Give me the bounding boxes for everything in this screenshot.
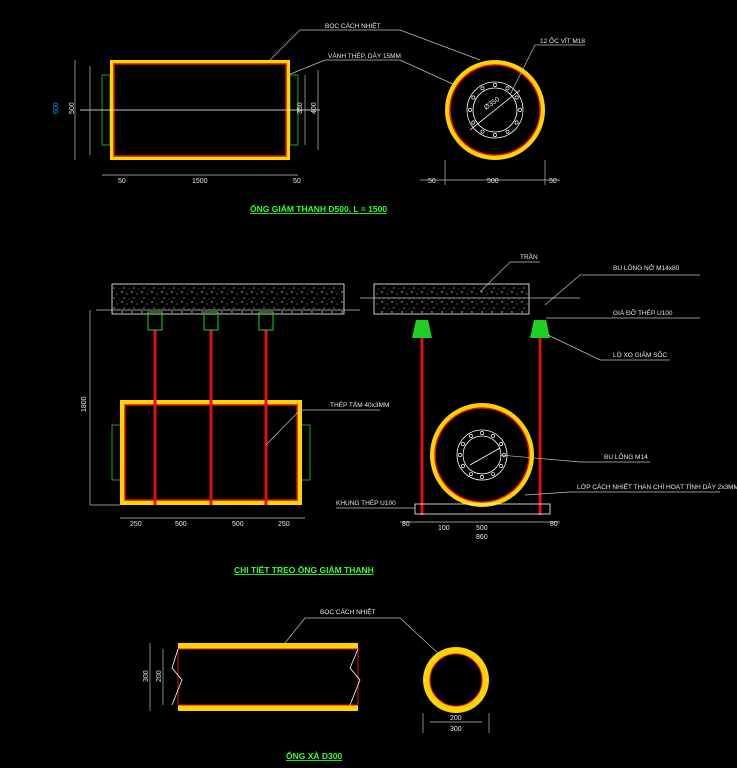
spring-right [530, 320, 550, 338]
dim-c50-left: 50 [428, 178, 436, 185]
bolt-hole [458, 453, 462, 457]
bolt-hole [460, 464, 465, 468]
hanger-rods [147, 311, 274, 505]
label-anchor-bolt: BU LÔNG NỞ M14x80 [613, 263, 680, 272]
dim-500-c: 500 [476, 525, 488, 532]
bolt-hole [493, 133, 497, 137]
dim-c200: 200 [450, 715, 462, 722]
dim-100: 100 [438, 525, 450, 532]
bolt-ring-2 [458, 431, 506, 479]
dim-c50-right: 50 [549, 178, 557, 185]
bolt-hole [499, 464, 504, 468]
hanging-end-view: 80 100 500 80 860 [360, 283, 580, 541]
dim-80-right: 80 [550, 521, 558, 528]
dim-250-right: 250 [278, 521, 290, 528]
dim-50-left: 50 [118, 178, 126, 185]
dim-80-left: 80 [402, 521, 410, 528]
bolt-hole [499, 442, 504, 446]
dim-1800: 1800 [81, 396, 88, 412]
bolt-hole [518, 108, 522, 112]
bolt-ring [468, 83, 522, 137]
bolt-hole [493, 83, 497, 87]
bolt-hole [505, 129, 510, 134]
dim-600: 600 [53, 102, 60, 114]
bolt-hole [460, 442, 465, 446]
dim-200: 200 [156, 670, 163, 682]
label-carbon-layer: LỚP CÁCH NHIỆT THAN CHÌ HOẠT TÍNH DÀY 2x… [577, 482, 737, 491]
label-bracket: GIÁ ĐỠ THÉP U100 [613, 308, 673, 317]
exhaust-pipe-end-view: 200 300 [422, 647, 490, 733]
bolt-hole [471, 95, 476, 100]
dim-c300: 300 [450, 726, 462, 733]
hanging-side-view: 1800 250 500 500 250 [81, 283, 360, 528]
exhaust-pipe-side-view: 300 200 [143, 643, 361, 711]
dim-500-a: 500 [175, 521, 187, 528]
dim-300: 300 [143, 670, 150, 682]
dim-860: 860 [476, 534, 488, 541]
dim-500-b: 500 [232, 521, 244, 528]
dim-350: 350 [297, 102, 304, 114]
silencer-side-view: 600 500 350 400 50 1500 50 [53, 60, 320, 185]
section1-title: ỐNG GIẢM THANH D500, L = 1500 [250, 203, 387, 214]
spring-left [412, 320, 432, 338]
label-steel-plate: THÉP TẤM 40x3MM [330, 399, 389, 409]
dim-500: 500 [69, 102, 76, 114]
bolt-hole [514, 120, 519, 125]
ceiling-slab-left [111, 283, 345, 315]
label-steel-ring: VÀNH THÉP, DÀY 15MM [328, 51, 401, 60]
dim-c500: 500 [487, 178, 499, 185]
bolt-hole [480, 129, 485, 134]
label-bolts: 12 ỐC VÍT M18 [540, 35, 585, 45]
dim-250-left: 250 [130, 521, 142, 528]
bolt-hole [468, 108, 472, 112]
dim-50-right: 50 [293, 178, 301, 185]
bolt-hole [471, 120, 476, 125]
label-bolt-m14: BU LÔNG M14 [604, 452, 648, 461]
label-exhaust-insulation: BỌC CÁCH NHIỆT [320, 607, 376, 616]
ceiling-slab-right [373, 283, 530, 315]
steel-frame [414, 503, 551, 515]
dim-400: 400 [311, 102, 318, 114]
label-spring: LÒ XO GIẢM SỐC [613, 349, 667, 359]
label-ceiling: TRẦN [520, 251, 538, 261]
bolt-hole [480, 86, 485, 91]
bolt-hole [505, 86, 510, 91]
bolt-hole [491, 433, 495, 438]
label-insulation: BỌC CÁCH NHIỆT [325, 21, 381, 30]
section2-title: CHI TIẾT TREO ỐNG GIẢM THANH [234, 564, 374, 575]
section3-title: ỐNG XẢ D300 [286, 750, 342, 761]
bolt-hole [469, 433, 473, 438]
bolt-hole [469, 472, 473, 477]
bolt-hole [480, 431, 484, 435]
dim-1500: 1500 [192, 178, 208, 185]
silencer-end-view: Ø350 50 500 50 [420, 60, 560, 185]
bolt-hole [491, 472, 495, 477]
label-frame: KHUNG THÉP U100 [336, 498, 396, 507]
bolt-hole [514, 95, 519, 100]
bolt-hole [480, 475, 484, 479]
